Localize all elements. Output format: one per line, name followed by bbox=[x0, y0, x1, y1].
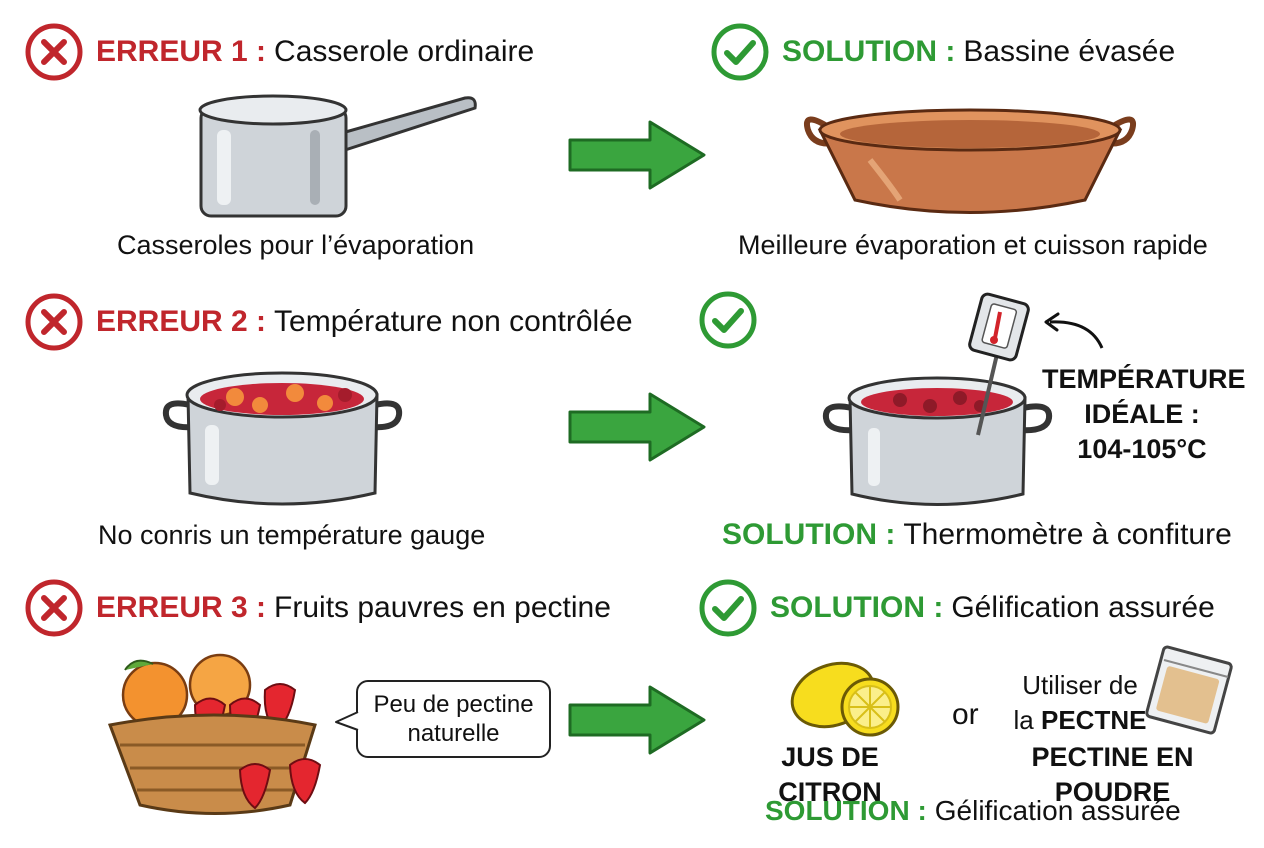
thermometer-icon bbox=[968, 292, 1030, 436]
solution-1-header: SOLUTION : Bassine évasée bbox=[710, 22, 1175, 82]
copper-basin-icon bbox=[804, 108, 1136, 214]
error-3-header: ERREUR 3 : Fruits pauvres en pectine bbox=[24, 578, 611, 638]
error-2-label: ERREUR 2 : bbox=[96, 305, 267, 338]
bubble-tail-icon bbox=[335, 711, 359, 731]
bottom-solution-header: SOLUTION : Gélification assurée bbox=[765, 795, 1181, 827]
solution-3-label: SOLUTION : bbox=[770, 591, 944, 624]
solution-1-label: SOLUTION : bbox=[782, 35, 956, 68]
error-1-caption: Casseroles pour l’évaporation bbox=[117, 230, 475, 260]
or-text: or bbox=[952, 698, 979, 731]
fruit-basket-icon bbox=[107, 653, 322, 815]
error-1-text: Casserole ordinaire bbox=[274, 35, 535, 68]
bottom-solution-label: SOLUTION : bbox=[765, 795, 927, 826]
arrow-right-icon bbox=[568, 120, 706, 190]
arrow-right-icon bbox=[568, 685, 706, 755]
solution-2-label: SOLUTION : bbox=[722, 518, 896, 551]
bottom-solution-text: Gélification assurée bbox=[934, 795, 1181, 826]
solution-1-text: Bassine évasée bbox=[963, 35, 1176, 68]
saucepan-icon bbox=[198, 94, 477, 218]
check-icon bbox=[699, 579, 757, 637]
error-3-label: ERREUR 3 : bbox=[96, 591, 267, 624]
arrow-right-icon bbox=[568, 392, 706, 462]
solution-2-text: Thermomètre à confiture bbox=[903, 518, 1232, 551]
pectin-note: Utiliser de la PECTNE bbox=[1010, 668, 1150, 738]
solution-3-text: Gélification assurée bbox=[951, 591, 1215, 624]
error-1-header: ERREUR 1 : Casserole ordinaire bbox=[24, 22, 534, 82]
pectin-sachet-icon bbox=[1145, 645, 1233, 735]
error-2-header: ERREUR 2 : Température non contrôlée bbox=[24, 292, 633, 352]
check-icon bbox=[711, 23, 769, 81]
ideal-temperature-note: TEMPÉRATURE IDÉALE : 104-105°C bbox=[1042, 362, 1246, 467]
error-2-text: Température non contrôlée bbox=[274, 305, 633, 338]
pectin-speech-bubble: Peu de pectine naturelle bbox=[335, 680, 551, 758]
error-x-icon bbox=[25, 293, 83, 351]
error-2-caption: No conris un température gauge bbox=[98, 520, 486, 550]
temp-line-3: 104-105°C bbox=[1077, 434, 1207, 464]
temp-line-2: IDÉALE : bbox=[1084, 399, 1200, 429]
solution-3-header: SOLUTION : Gélification assurée bbox=[698, 578, 1215, 638]
lemon-juice-label: JUS DE CITRON bbox=[778, 742, 882, 807]
temp-line-1: TEMPÉRATURE bbox=[1042, 364, 1246, 394]
error-x-icon bbox=[25, 579, 83, 637]
pointer-arrow-icon bbox=[1044, 312, 1104, 349]
bubble-line-1: Peu de pectine bbox=[373, 691, 534, 718]
error-1-label: ERREUR 1 : bbox=[96, 35, 267, 68]
error-x-icon bbox=[25, 23, 83, 81]
solution-1-caption: Meilleure évaporation et cuisson rapide bbox=[738, 230, 1208, 260]
jam-pot-icon bbox=[162, 371, 403, 506]
pectin-line-2: la PECTNE bbox=[1013, 705, 1147, 735]
pectin-line-1: Utiliser de bbox=[1022, 670, 1138, 700]
error-3-text: Fruits pauvres en pectine bbox=[274, 591, 611, 624]
bubble-line-2: naturelle bbox=[407, 720, 500, 747]
solution-2-header: SOLUTION : Thermomètre à confiture bbox=[722, 518, 1232, 552]
check-icon bbox=[699, 291, 757, 349]
pectin-powder-label: PECTINE EN POUDRE bbox=[1031, 742, 1194, 807]
lemon-icon bbox=[790, 661, 900, 737]
